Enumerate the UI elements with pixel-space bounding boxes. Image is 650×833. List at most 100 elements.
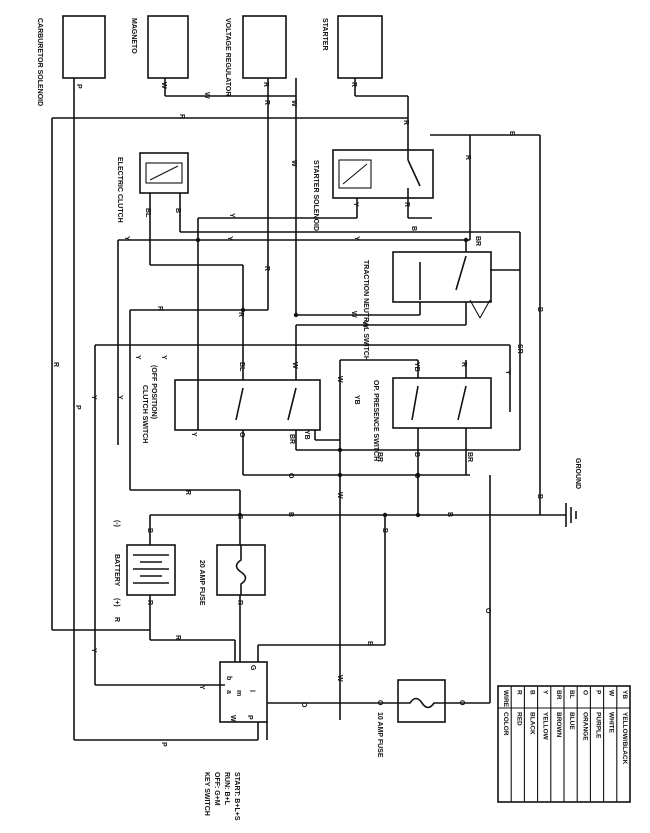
wire-label: BR xyxy=(474,236,481,246)
wires xyxy=(51,78,541,741)
magneto-label: MAGNETO xyxy=(130,18,137,54)
wire-label: O xyxy=(238,432,245,438)
legend-wire-code: P xyxy=(595,690,602,695)
wire-label: O xyxy=(413,473,420,479)
wire-label: O xyxy=(376,700,383,706)
wire-label: B xyxy=(536,494,543,499)
junction-dots xyxy=(195,237,469,518)
wire-label: W xyxy=(291,362,298,369)
wire-label: BL xyxy=(144,208,151,218)
fuse-10-icon xyxy=(398,697,445,709)
battery-pos-label: (+) xyxy=(113,598,120,607)
battery-cells-icon xyxy=(133,554,169,584)
wire-label: W xyxy=(290,160,297,167)
wire-label: YB xyxy=(353,395,360,405)
wire-label: B xyxy=(381,528,388,533)
fuse-20-label: 20 AMP FUSE xyxy=(198,560,205,606)
legend-wire-code: BL xyxy=(568,690,575,699)
wire-label: Y xyxy=(504,370,511,375)
wire-label: R xyxy=(403,202,410,207)
starter-solenoid-label: STARTER SOLENOID xyxy=(312,160,319,231)
legend-wire-code: BR xyxy=(555,690,562,700)
wire-label: W xyxy=(160,82,167,89)
battery-label: BATTERY xyxy=(113,554,120,587)
legend-wire-color: BLUE xyxy=(568,712,575,730)
starter-box xyxy=(337,15,383,79)
wire-label: B xyxy=(366,641,373,646)
battery-box xyxy=(126,544,176,596)
wire-color-legend: WIRECOLORRREDBBLACKYYELLOWBRBROWNBLBLUEO… xyxy=(497,685,631,803)
voltage-regulator-box xyxy=(242,15,287,79)
op-presence-switch-box xyxy=(392,377,492,429)
traction-neutral-switch-box xyxy=(392,251,492,303)
wire-label: B xyxy=(508,131,515,136)
key-switch-title: KEY SWITCH xyxy=(203,772,210,816)
clutch-switch-label: CLUTCH SWITCH xyxy=(141,385,148,443)
wire-label: O xyxy=(484,608,491,614)
key-terminal-a: a xyxy=(225,690,232,694)
wire-label: W xyxy=(350,311,357,318)
wire-label: W xyxy=(290,100,297,107)
electric-clutch-coil xyxy=(145,162,183,184)
carburetor-solenoid-box xyxy=(62,15,106,79)
wire-label: R xyxy=(113,617,120,622)
wire-label: P xyxy=(75,84,82,89)
legend-wire-color: YELLOW/BLACK xyxy=(621,712,628,765)
wire-label: R xyxy=(184,490,191,495)
wire-label: R xyxy=(178,114,185,119)
wire-label: B xyxy=(413,452,420,457)
wire-label: Y xyxy=(116,395,123,400)
wire-label: R xyxy=(263,100,270,105)
wire-label: W xyxy=(336,675,343,682)
key-terminal-p: P xyxy=(246,715,253,720)
ground-icon xyxy=(540,503,577,527)
legend-wire-color: WHITE xyxy=(608,712,615,734)
wire-label: O xyxy=(287,473,294,479)
wire-label: R xyxy=(460,362,467,367)
wire-label: Y xyxy=(123,236,130,241)
wire-label: Y xyxy=(190,432,197,437)
starter-solenoid-box xyxy=(332,149,434,199)
legend-wire-code: O xyxy=(581,690,588,695)
key-switch-run: RUN: B+L xyxy=(223,772,230,806)
ground-label: GROUND xyxy=(574,458,581,489)
wire-label: R xyxy=(464,155,471,160)
legend-wire-code: W xyxy=(608,690,615,697)
legend-header-color: COLOR xyxy=(502,712,509,736)
legend-wire-color: YELLOW xyxy=(542,712,549,741)
wire-label: Y xyxy=(90,395,97,400)
starter-solenoid-coil xyxy=(338,159,372,189)
wire-label: Y xyxy=(228,213,235,218)
legend-wire-code: B xyxy=(529,690,536,695)
traction-neutral-switch-label: TRACTION NEUTRAL SWITCH xyxy=(362,260,369,361)
wire-label: B xyxy=(446,512,453,517)
op-presence-switch-label: OP. PRESENCE SWITCH xyxy=(372,380,379,461)
wire-label: B xyxy=(287,512,294,517)
wire-label: YB xyxy=(413,362,420,372)
wire-label: R xyxy=(236,514,243,519)
key-terminal-b: b xyxy=(225,676,232,680)
wire-label: W xyxy=(336,492,343,499)
key-switch-box xyxy=(219,661,268,723)
starter-label: STARTER xyxy=(321,18,328,51)
wire-label: SR xyxy=(516,344,523,354)
legend-wire-code: YB xyxy=(621,690,628,699)
wire-label: R xyxy=(263,266,270,271)
fuse-20-icon xyxy=(235,545,247,595)
wire-label: Y xyxy=(134,355,141,360)
wire-labels: P W W R R R R W R B R W BL B Y Y R B Y Y… xyxy=(52,82,543,747)
battery-neg-label: (-) xyxy=(113,520,120,527)
wire-label: P xyxy=(160,742,167,747)
wire-label: B xyxy=(146,528,153,533)
wire-label: R xyxy=(174,635,181,640)
wire-label: R xyxy=(52,362,59,367)
wire-label: W xyxy=(361,321,368,328)
wire-label: YB xyxy=(303,430,310,440)
wire-label: Y xyxy=(198,685,205,690)
wire-label: BR xyxy=(466,452,473,462)
carburetor-solenoid-label: CARBURETOR SOLENOID xyxy=(36,18,43,106)
wire-label: W xyxy=(203,92,210,99)
wire-label: W xyxy=(336,376,343,383)
wire-label: O xyxy=(458,700,465,706)
wire-label: O xyxy=(300,702,307,708)
